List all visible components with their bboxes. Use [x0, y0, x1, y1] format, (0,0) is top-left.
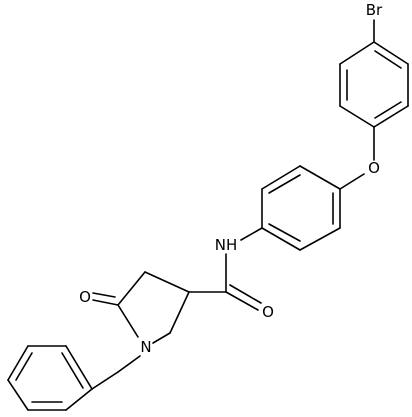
bond — [339, 41, 375, 65]
bond-lactam-c-o — [92, 299, 119, 306]
bond — [373, 105, 409, 128]
bond — [169, 291, 190, 334]
benzyl-ring — [7, 345, 93, 411]
double-bond-inner — [15, 352, 33, 381]
bond — [117, 271, 146, 306]
bond — [7, 345, 29, 381]
double-bond-inner — [61, 352, 84, 389]
double-bond-inner — [268, 174, 301, 194]
bond-n-ch2 — [117, 355, 141, 373]
amide-nitrogen-label: NH — [215, 236, 238, 254]
bond — [261, 165, 301, 190]
aminophenyl-ring — [261, 165, 341, 251]
bond — [152, 332, 171, 344]
amide-oxygen-label: O — [262, 303, 274, 321]
bond — [65, 345, 93, 390]
pyrrolidinone-ring — [117, 271, 190, 344]
bromine-label: Br — [366, 1, 383, 19]
bond — [299, 165, 341, 190]
bond — [299, 227, 341, 251]
bond — [65, 388, 93, 411]
bond — [7, 379, 29, 411]
bond — [261, 227, 301, 251]
bond — [373, 41, 409, 65]
bond — [117, 304, 139, 338]
double-bond-inner — [374, 50, 402, 69]
double-bond-inner — [374, 101, 402, 119]
bond-lactam-c-o-double — [92, 292, 116, 298]
lactam-oxygen-label: O — [79, 288, 91, 306]
bond-c-o-amide — [225, 291, 259, 311]
bond-o-c-ether — [339, 173, 365, 190]
bond-c-o-amide-double — [229, 284, 262, 304]
bond-c-nh — [240, 227, 263, 241]
bond-ch2-c — [91, 371, 119, 390]
ring-nitrogen-label: N — [140, 338, 151, 356]
bond — [144, 271, 190, 293]
ether-oxygen-label: O — [368, 159, 380, 177]
bromophenyl-ring — [339, 41, 409, 128]
double-bond-inner — [268, 223, 301, 242]
bond — [339, 105, 375, 128]
